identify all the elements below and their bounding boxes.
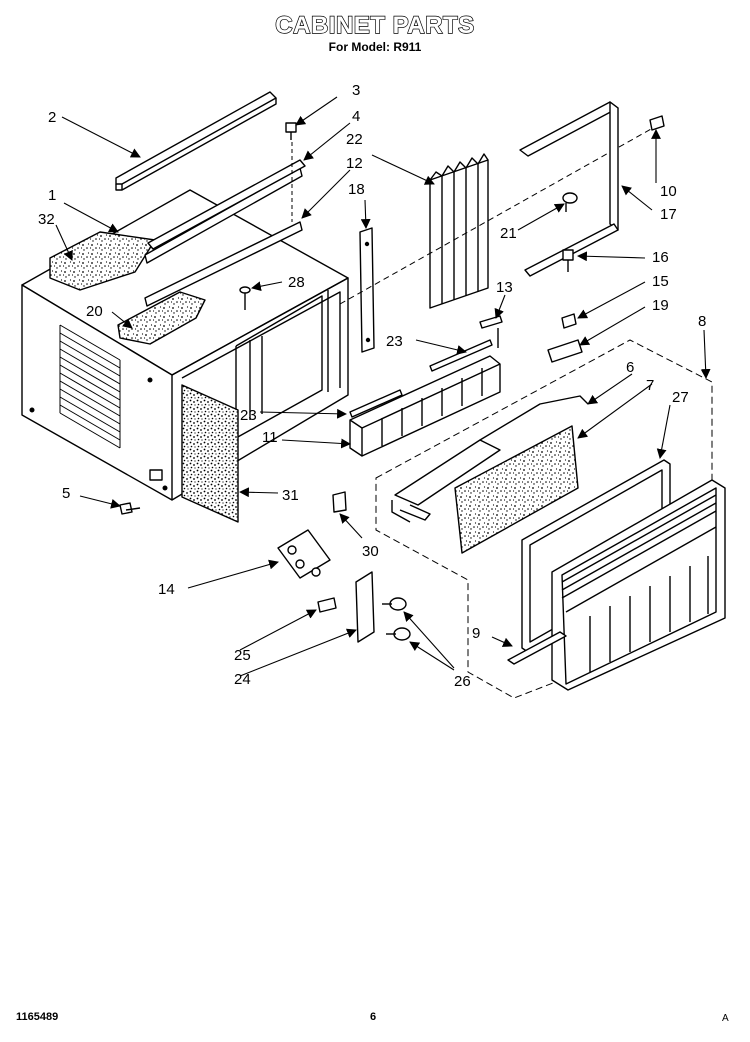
callout-23-upper: 23 [386, 333, 403, 350]
rod-23-upper [429, 339, 493, 372]
callout-11: 11 [262, 429, 278, 446]
callout-4: 4 [352, 108, 360, 125]
callout-27: 27 [672, 389, 689, 406]
rail-2 [115, 91, 277, 185]
insulation-pad-32 [49, 231, 156, 291]
corner-mark: A [722, 1013, 729, 1024]
callout-labels: 2 3 4 22 12 18 1 32 28 20 10 17 21 16 15… [38, 82, 706, 690]
callout-8: 8 [698, 313, 706, 330]
callout-26: 26 [454, 673, 471, 690]
callout-14: 14 [158, 581, 175, 598]
rail-4 [147, 159, 306, 250]
wire-frame-6 [391, 395, 589, 523]
clip-15 [561, 313, 577, 329]
callout-23-lower: 23 [240, 407, 257, 424]
header: CABINET PARTS For Model: R911 [0, 11, 750, 54]
callout-19: 19 [652, 297, 669, 314]
bracket-14 [277, 529, 331, 579]
screw-5 [119, 502, 141, 515]
bar-9 [507, 631, 567, 665]
page-title: CABINET PARTS [275, 11, 475, 39]
page-number: 6 [370, 1011, 377, 1023]
callout-15: 15 [652, 273, 669, 290]
callout-20: 20 [86, 303, 103, 320]
callout-13: 13 [496, 279, 513, 296]
rail-12 [144, 221, 303, 307]
front-assembly-outline [375, 339, 713, 699]
model-subtitle: For Model: R911 [328, 40, 422, 54]
callout-18: 18 [348, 181, 365, 198]
callout-17: 17 [660, 206, 677, 223]
front-grille [551, 479, 726, 691]
callout-28: 28 [288, 274, 305, 291]
filter-7 [454, 425, 579, 554]
callout-32: 32 [38, 211, 55, 228]
bracket-18 [359, 227, 375, 353]
screw-3 [285, 122, 297, 140]
callout-10: 10 [660, 183, 677, 200]
insulation-pad-20 [117, 291, 206, 345]
callout-1: 1 [48, 187, 56, 204]
rod-13 [479, 315, 503, 329]
callout-3: 3 [352, 82, 360, 99]
screw-16 [562, 249, 574, 272]
knobs-26 [382, 597, 411, 641]
callout-24: 24 [234, 671, 251, 688]
callout-31: 31 [282, 487, 299, 504]
part-21 [562, 192, 578, 212]
document-number: 1165489 [16, 1011, 59, 1023]
louver-assembly-11 [349, 355, 501, 457]
callout-5: 5 [62, 485, 70, 502]
bracket-19 [547, 339, 583, 363]
callout-12: 12 [346, 155, 363, 172]
callout-9: 9 [472, 625, 480, 642]
leader-lines [55, 96, 711, 677]
block-25 [317, 597, 337, 613]
callout-22: 22 [346, 131, 363, 148]
fastener-28 [239, 286, 251, 310]
callout-6: 6 [626, 359, 634, 376]
screw-10 [649, 115, 665, 131]
callout-2: 2 [48, 109, 56, 126]
clip-30 [332, 491, 347, 513]
callout-7: 7 [646, 377, 654, 394]
panel-22 [429, 153, 489, 309]
callout-21: 21 [500, 225, 517, 242]
rod-23-lower [349, 389, 403, 418]
callout-30: 30 [362, 543, 379, 560]
bracket-24 [355, 571, 375, 643]
callout-16: 16 [652, 249, 669, 266]
insulation-panel-31 [181, 384, 239, 523]
cabinet-louvers [59, 324, 121, 449]
callout-25: 25 [234, 647, 251, 664]
